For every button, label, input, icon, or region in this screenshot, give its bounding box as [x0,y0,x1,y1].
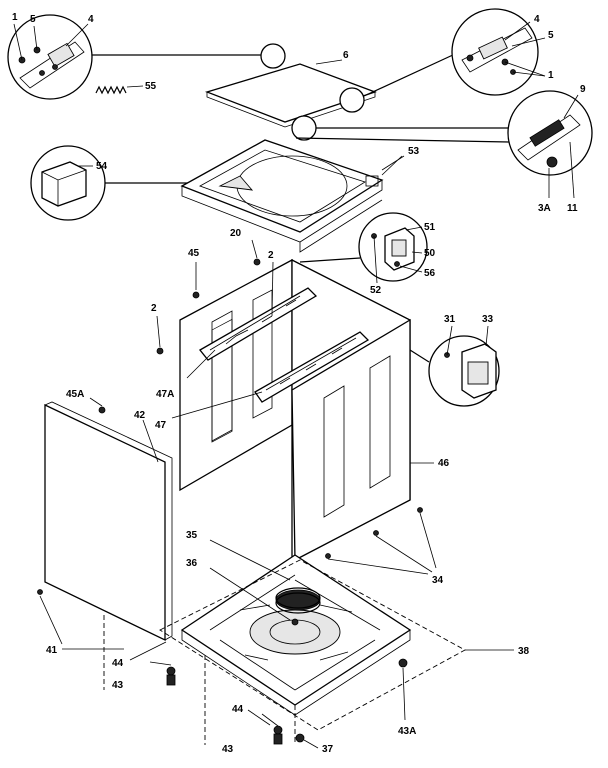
callout-20: 20 [230,228,242,239]
callout-54: 54 [96,161,108,172]
callout-43: 43 [112,680,124,691]
leader-switch [299,257,361,263]
callout-5: 5 [30,14,36,25]
detail-bubble-lid-switch [358,212,428,284]
front-panel [44,397,173,642]
callout-4: 4 [88,14,94,25]
detail-bubble-hinge-right [451,8,546,96]
leader-47 [171,391,263,419]
callout-43b: 43 [222,744,234,755]
leader-36 [209,567,291,621]
detail-bubble-lid-stop [30,145,106,221]
base-part [180,554,412,716]
callout-38: 38 [518,646,530,657]
callout-43A: 43A [398,726,416,737]
callout-5b: 5 [548,30,554,41]
leader-35 [209,539,291,581]
callout-34: 34 [432,575,444,586]
callout-3A: 3A [538,203,551,214]
detail-bubble-33 [428,325,500,407]
callout-50: 50 [424,248,436,259]
callout-52: 52 [370,285,382,296]
callout-36: 36 [186,558,198,569]
callout-35: 35 [186,530,198,541]
callout-1b: 1 [548,70,554,81]
leader-53 [381,155,405,171]
leader-47A [186,349,216,379]
callout-47: 47 [155,420,167,431]
leveling-foot-43b [261,713,283,745]
screw-41 [37,589,63,645]
callout-42: 42 [134,410,146,421]
cabinet-right-panel [291,258,411,562]
callout-47A: 47A [156,389,174,400]
callout-31: 31 [444,314,456,325]
callout-33: 33 [482,314,494,325]
callout-44: 44 [112,658,124,669]
callout-9: 9 [580,84,586,95]
screws-34 [325,507,437,575]
leader-33 [409,349,430,363]
callout-46: 46 [438,458,450,469]
leader-44a [129,641,167,661]
callout-6: 6 [343,50,349,61]
detail-bubble-bracket [507,90,593,199]
callout-4b: 4 [534,14,540,25]
callout-2b: 2 [151,303,157,314]
callout-56: 56 [424,268,436,279]
callout-37: 37 [322,744,334,755]
callout-53: 53 [408,146,420,157]
screw-45 [192,262,200,299]
foot-43A [398,658,408,721]
callout-1: 1 [12,12,18,23]
spring-part [95,85,144,95]
callout-11: 11 [567,203,578,214]
screw-20 [251,239,261,266]
callout-45: 45 [188,248,200,259]
detail-bubble-hinge-left [7,14,93,100]
leader-44b [247,709,271,726]
callout-44b: 44 [232,704,244,715]
callout-51: 51 [424,222,436,233]
lid-part [204,43,377,141]
screw-2b [271,261,274,317]
callout-41: 41 [46,645,58,656]
callout-labels: 1 5 4 55 6 4 5 1 9 3A 11 54 53 51 50 56 … [12,12,586,755]
leader-lid-hinge-2 [295,137,511,143]
leader-lid-right [363,53,456,97]
leveling-foot-43a [149,661,176,686]
brace-47 [254,331,370,403]
callout-2: 2 [268,250,274,261]
screw-2a [156,315,164,355]
callout-45A: 45A [66,389,84,400]
foot-37 [295,733,319,749]
top-cover-part [180,139,403,253]
callout-55: 55 [145,81,157,92]
